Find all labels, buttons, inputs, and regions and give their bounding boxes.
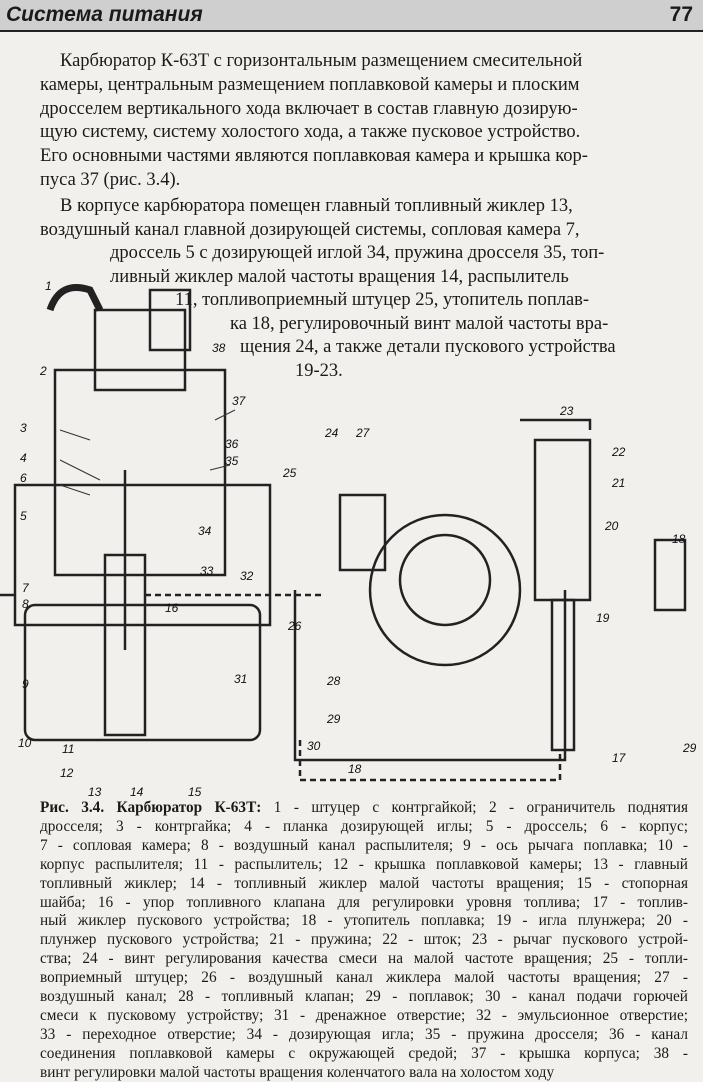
caption-line: шайба; 16 - упор топливного клапана для … (40, 893, 688, 913)
callout-label: 35 (225, 454, 239, 468)
caption-line: ства; 24 - винт регулирования качества с… (40, 949, 688, 969)
callout-label: 19 (596, 611, 610, 625)
callout-label: 15 (188, 785, 202, 799)
callout-label: 24 (324, 426, 339, 440)
caption-text: корпус распылителя; 11 - распылитель; 12… (40, 855, 688, 873)
caption-text: шайба; 16 - упор топливного клапана для … (40, 893, 688, 911)
callout-label: 1 (45, 279, 52, 293)
callout-label: 21 (611, 476, 625, 490)
callout-label: 22 (611, 445, 626, 459)
paragraph-1-line: дросселем вертикального хода включает в … (40, 98, 578, 119)
callout-label: 7 (22, 581, 30, 595)
caption-line: топливный жиклер; 14 - топливный жиклер … (40, 874, 688, 894)
caption-line: соединения поплавковой камеры с окружающ… (40, 1044, 688, 1064)
caption-line: воздушный канал; 28 - топливный клапан; … (40, 987, 688, 1007)
caption-line: 33 - переходное отверстие; 34 - дозирующ… (40, 1025, 688, 1045)
paragraph-1-line: щую систему, систему холостого хода, а т… (40, 122, 581, 143)
callout-label: 2 (39, 364, 47, 378)
paragraph-2-line: 11, топливоприемный штуцер 25, утопитель… (175, 290, 590, 310)
paragraph-2-line: щения 24, а также детали пускового устро… (240, 337, 616, 357)
caption-text: смеси к пусковому устройству; 31 - дрена… (40, 1006, 688, 1024)
callout-label: 29 (682, 741, 697, 755)
page-number: 77 (669, 3, 693, 26)
caption-line: 7 - сопловая камера; 8 - воздушный канал… (40, 836, 688, 856)
callout-label: 18 (672, 532, 686, 546)
callout-label: 30 (307, 739, 321, 753)
callout-label: 17 (612, 751, 627, 765)
callout-label: 16 (165, 601, 179, 615)
callout-label: 33 (200, 564, 214, 578)
caption-text: плунжер пускового устройства; 21 - пружи… (40, 931, 688, 949)
caption-line: ный жиклер пускового устройства; 18 - ут… (40, 911, 688, 931)
caption-text: соединения поплавковой камеры с окружающ… (40, 1044, 688, 1062)
chapter-title: Система питания (6, 3, 203, 26)
callout-label: 26 (287, 619, 302, 633)
callout-label: 34 (198, 524, 212, 538)
callout-label: 9 (22, 677, 29, 691)
caption-line: корпус распылителя; 11 - распылитель; 12… (40, 855, 688, 875)
callout-label: 37 (232, 394, 247, 408)
caption-text: ный жиклер пускового устройства; 18 - ут… (40, 912, 688, 930)
caption-text: винт регулировки малой частоты вращения … (40, 1063, 555, 1081)
caption-line: смеси к пусковому устройству; 31 - дрена… (40, 1006, 688, 1026)
caption-text: 33 - переходное отверстие; 34 - дозирующ… (40, 1025, 688, 1043)
paragraph-2-line: ливный жиклер малой частоты вращения 14,… (110, 266, 569, 287)
callout-label: 20 (604, 519, 619, 533)
caption-text: 7 - сопловая камера; 8 - воздушный канал… (40, 836, 688, 854)
callout-label: 38 (212, 341, 226, 355)
caption-text: дросселя; 3 - контргайка; 4 - планка доз… (40, 817, 688, 835)
callout-label: 11 (62, 742, 74, 756)
caption-text: ства; 24 - винт регулирования качества с… (40, 950, 688, 968)
caption-line: воприемный штуцер; 26 - воздушный канал … (40, 968, 688, 988)
caption-text: топливный жиклер; 14 - топливный жиклер … (40, 874, 688, 892)
callout-label: 36 (225, 437, 239, 451)
caption-text: воздушный канал; 28 - топливный клапан; … (40, 988, 688, 1005)
callout-label: 23 (559, 404, 574, 418)
caption-line: винт регулировки малой частоты вращения … (40, 1063, 688, 1082)
paragraph-1-line: камеры, центральным размещением поплавко… (40, 74, 580, 95)
callout-label: 3 (20, 421, 27, 435)
callout-label: 32 (240, 569, 254, 583)
running-header: Система питания 77 (0, 0, 703, 32)
callout-label: 6 (20, 471, 27, 485)
callout-label: 31 (234, 672, 247, 686)
caption-text: воприемный штуцер; 26 - воздушный канал … (40, 969, 688, 987)
callout-label: 8 (22, 597, 29, 611)
caption-prefix: Рис. 3.4. Карбюратор К-63Т: (40, 799, 262, 816)
callout-label: 27 (355, 426, 371, 440)
caption-line: Рис. 3.4. Карбюратор К-63Т: 1 - штуцер с… (40, 798, 688, 818)
paragraph-2-line: ка 18, регулировочный винт малой частоты… (230, 313, 609, 334)
callout-label: 10 (18, 736, 32, 750)
callout-label: 5 (20, 509, 27, 523)
paragraph-2-line: дроссель 5 с дозирующей иглой 34, пружин… (110, 243, 605, 263)
paragraph-1-line: Карбюратор К-63Т с горизонтальным размещ… (60, 51, 583, 71)
paragraph-2-line: 19-23. (295, 360, 343, 381)
callout-label: 28 (326, 674, 341, 688)
callout-label: 29 (326, 712, 341, 726)
paragraph-2-line: В корпусе карбюратора помещен главный то… (60, 196, 573, 216)
callout-label: 25 (282, 466, 297, 480)
caption-line: дросселя; 3 - контргайка; 4 - планка доз… (40, 817, 688, 837)
caption-line: плунжер пускового устройства; 21 - пружи… (40, 930, 688, 950)
paragraph-1-line: Его основными частями являются поплавков… (40, 146, 588, 167)
callout-label: 12 (60, 766, 74, 780)
caption-text: 1 - штуцер с контргайкой; 2 - ограничите… (261, 799, 688, 816)
callout-label: 4 (20, 451, 27, 465)
callout-label: 14 (130, 785, 144, 799)
callout-label: 13 (88, 785, 102, 799)
callout-label: 18 (348, 762, 362, 776)
paragraph-2-line: воздушный канал главной дозирующей систе… (40, 219, 580, 240)
paragraph-1-line: пуса 37 (рис. 3.4). (40, 170, 181, 190)
